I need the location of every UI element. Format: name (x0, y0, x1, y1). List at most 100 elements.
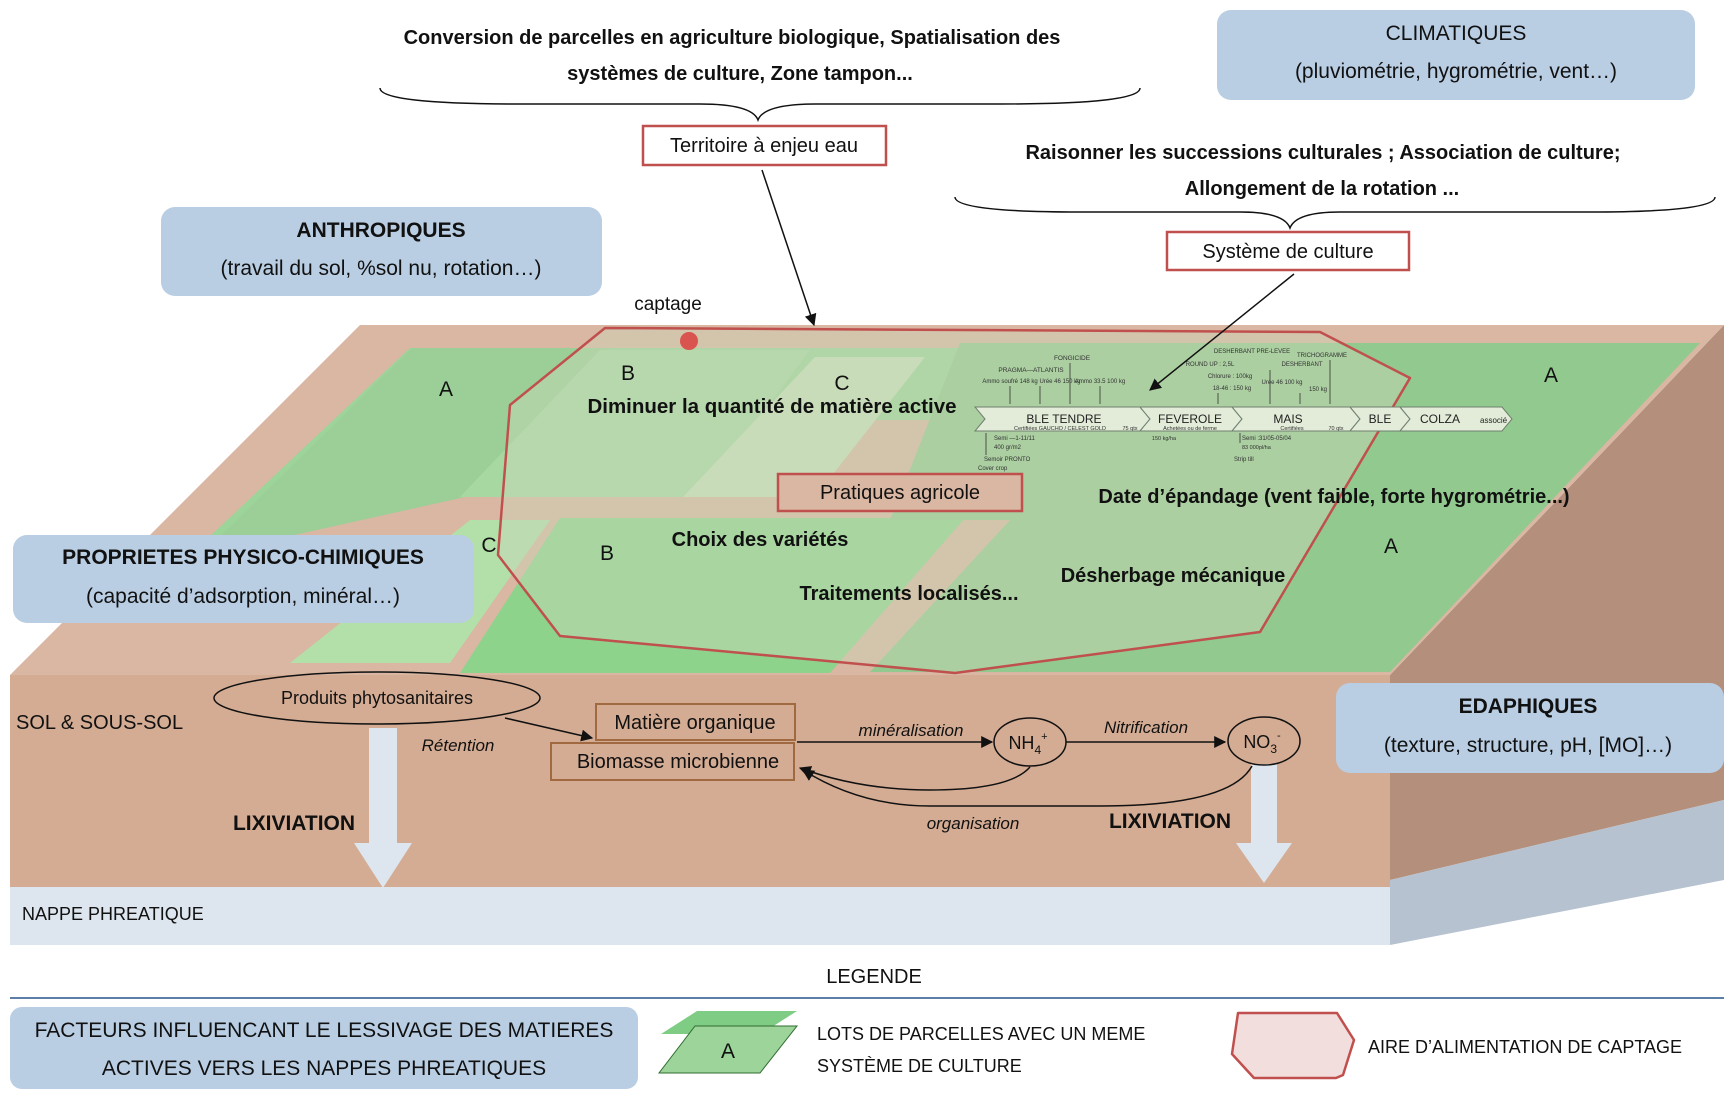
note-semi-mais: Semi :31/05-05/04 (1242, 436, 1292, 442)
no3-superscript: - (1277, 730, 1281, 742)
biomasse-box (550, 742, 795, 781)
note-uree46: Urée 46 150 kg (1039, 379, 1080, 385)
legend-lots-line2: SYSTÈME DE CULTURE (817, 1056, 1022, 1076)
produits-ellipse (213, 671, 541, 725)
note-pragma: PRAGMA—ATLANTIS (998, 367, 1064, 374)
organisation-arrow-nh4 (798, 766, 1031, 791)
territoire-box (641, 124, 888, 167)
lot-label-b-top: B (621, 362, 635, 385)
rotation-chevron-colza (1398, 406, 1513, 432)
note-cover-crop: Cover crop (978, 466, 1008, 472)
note-semoir: Semoir PRONTO (984, 457, 1031, 463)
note-ammo-soufre: Ammo soufré 148 kg (982, 379, 1037, 385)
lixiviation-right-label: LIXIVIATION (1109, 810, 1231, 833)
raisonner-line2: Allongement de la rotation ... (1185, 178, 1459, 200)
crop-ble: BLE (1369, 412, 1392, 426)
climatiques-sub: (pluviométrie, hygrométrie, vent…) (1295, 60, 1617, 83)
climatiques-title: CLIMATIQUES (1386, 22, 1527, 45)
nh4-text: NH (1008, 733, 1034, 753)
raisonner-line1: Raisonner les successions culturales ; A… (1025, 142, 1620, 164)
no3-ellipse (1227, 716, 1301, 766)
systeme-arrow (1149, 273, 1295, 391)
legend-lots-line1: LOTS DE PARCELLES AVEC UN MEME (817, 1024, 1145, 1044)
note-chlorure: Chlorure : 100kg (1208, 374, 1252, 380)
nh4-subscript: 4 (1034, 743, 1041, 757)
note-150kg: 150 kg (1309, 387, 1327, 393)
anthropiques-box: ANTHROPIQUES (travail du sol, %sol nu, r… (161, 207, 602, 296)
nh4-superscript: + (1041, 731, 1047, 743)
lot-label-a-right-bottom: A (1384, 535, 1398, 558)
legend-factors-box: FACTEURS INFLUENCANT LE LESSIVAGE DES MA… (10, 1007, 638, 1089)
note-uree46-mais: Urée 46 100 kg (1261, 380, 1302, 386)
anthropiques-title: ANTHROPIQUES (296, 219, 465, 242)
retention-arrow (504, 717, 594, 742)
mineralisation-label: minéralisation (859, 721, 964, 740)
note-18-46: 18-46 : 150 kg (1213, 386, 1251, 392)
crop-ble-tendre: BLE TENDRE (1026, 412, 1101, 426)
physico-sub: (capacité d’adsorption, minéral…) (86, 585, 400, 608)
legend-factors-line2: ACTIVES VERS LES NAPPES PHREATIQUES (102, 1057, 546, 1080)
physico-title: PROPRIETES PHYSICO-CHIMIQUES (62, 546, 424, 569)
label-pratiques: Pratiques agricole (820, 482, 980, 504)
pratiques-box (776, 472, 1024, 513)
parcel-b-bottom (460, 518, 965, 673)
crop-mais: MAIS (1273, 412, 1302, 426)
no3-subscript: 3 (1270, 742, 1277, 756)
label-traitements: Traitements localisés... (800, 583, 1019, 605)
territoire-label: Territoire à enjeu eau (670, 135, 858, 157)
note-semi-ble: Semi —1-11/11 (994, 436, 1035, 442)
lixiviation-arrow-left (354, 728, 412, 888)
nappe-label: NAPPE PHREATIQUE (22, 904, 204, 924)
note-strip-till: Strip till (1234, 457, 1254, 463)
nh4-label: NH4+ (1008, 731, 1047, 757)
matiere-box (595, 703, 796, 741)
edaphiques-box: EDAPHIQUES (texture, structure, pH, [MO]… (1336, 683, 1724, 773)
note-certifiees: Certifiées (1280, 426, 1303, 432)
note-ammo33: Ammo 33.5 100 kg (1075, 379, 1125, 385)
lot-label-c-left: C (481, 534, 496, 557)
crop-feverole: FEVEROLE (1158, 412, 1222, 426)
edaphiques-title: EDAPHIQUES (1459, 695, 1598, 718)
crop-colza-suffix: associé (1480, 416, 1508, 425)
sol-label: SOL & SOUS-SOL (16, 712, 183, 734)
note-round-up: ROUND UP : 2,5L (1186, 362, 1235, 368)
lot-label-c-top: C (834, 372, 849, 395)
lot-label-a-right-top: A (1544, 364, 1558, 387)
note-70qtx: 70 qtx (1329, 426, 1344, 432)
no3-text: NO (1243, 732, 1270, 752)
climatiques-box: CLIMATIQUES (pluviométrie, hygrométrie, … (1217, 10, 1695, 100)
note-desherbant: DESHERBANT (1281, 362, 1322, 368)
note-83000: 83 000pl/ha (1242, 445, 1272, 451)
water-side-face (1390, 800, 1724, 945)
retention-label: Rétention (422, 736, 495, 755)
legend-factors-line1: FACTEURS INFLUENCANT LE LESSIVAGE DES MA… (35, 1019, 614, 1042)
systeme-box (1165, 230, 1411, 272)
captage-label: captage (634, 294, 702, 315)
label-desherbage: Désherbage mécanique (1061, 565, 1286, 587)
produits-label: Produits phytosanitaires (281, 688, 473, 708)
label-choix-varietes: Choix des variétés (672, 529, 849, 551)
no3-label: NO3- (1243, 730, 1281, 756)
parcel-c-top (683, 357, 925, 497)
crop-colza: COLZA (1420, 412, 1460, 426)
edaphiques-sub: (texture, structure, pH, [MO]…) (1384, 734, 1672, 757)
note-400gr: 400 gr/m2 (994, 445, 1022, 451)
legend-lots-swatch: A (657, 1011, 799, 1074)
note-desherbant-pre: DESHERBANT PRE-LEVEE (1214, 349, 1290, 355)
parcel-a-left-main (200, 348, 610, 556)
territoire-arrow (761, 169, 817, 327)
matiere-label: Matière organique (614, 712, 775, 734)
nitrification-label: Nitrification (1104, 718, 1188, 737)
organisation-arrow-no3 (801, 765, 1253, 807)
crop-rotation-strip: BLE TENDRE FEVEROLE MAIS BLE COLZA assoc… (973, 349, 1513, 472)
note-certifiees-gaucho: Certifiées GAUCHO / CELEST GOLD (1014, 426, 1106, 432)
organisation-label: organisation (927, 814, 1020, 833)
lixiviation-arrow-right (1236, 764, 1292, 883)
biomasse-label: Biomasse microbienne (577, 751, 779, 773)
systeme-label: Système de culture (1202, 241, 1373, 263)
anthropiques-sub: (travail du sol, %sol nu, rotation…) (221, 257, 542, 280)
lixiviation-left-label: LIXIVIATION (233, 812, 355, 835)
lot-label-b-bottom: B (600, 542, 614, 565)
